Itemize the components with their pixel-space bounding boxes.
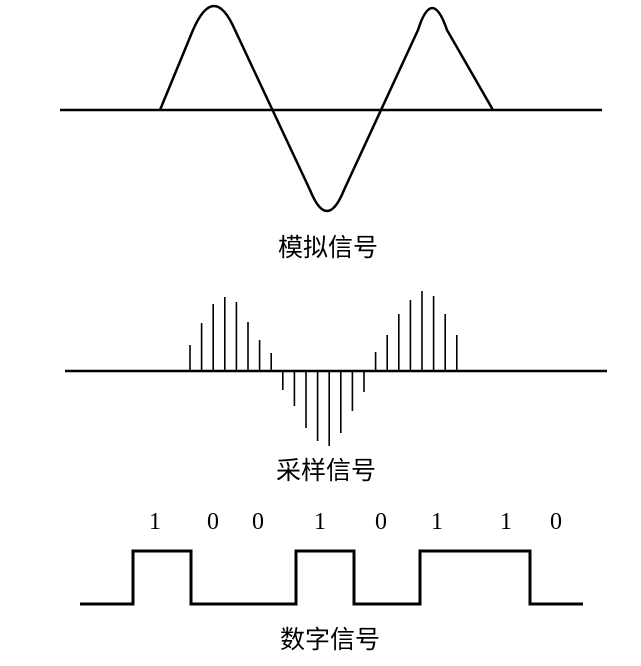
sampled-signal-panel: 采样信号 [65,291,607,485]
analog-signal-caption: 模拟信号 [278,233,378,262]
bit-label: 0 [550,509,562,535]
bit-label: 0 [207,509,219,535]
sample-pulses [189,291,458,446]
digital-signal-panel: 1 0 0 1 0 1 1 0 数字信号 [80,509,583,654]
sampled-signal-caption: 采样信号 [276,456,376,485]
bit-label: 1 [314,509,326,535]
bit-label: 1 [431,509,443,535]
digital-signal-caption: 数字信号 [280,625,380,654]
bit-label: 0 [375,509,387,535]
analog-signal-panel: 模拟信号 [60,4,602,262]
bit-label: 0 [252,509,264,535]
bit-labels: 1 0 0 1 0 1 1 0 [149,509,562,535]
bit-label: 1 [149,509,161,535]
analog-waveform [158,4,495,212]
digital-waveform [80,549,583,606]
bit-label: 1 [500,509,512,535]
